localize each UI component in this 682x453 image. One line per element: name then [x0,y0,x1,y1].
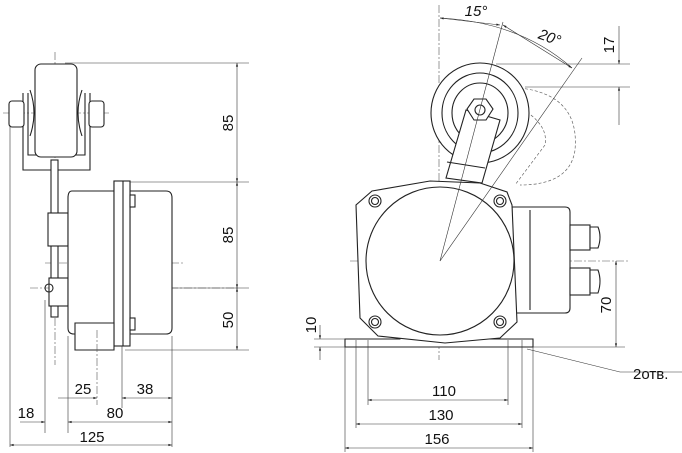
dim-25: 25 [75,381,92,398]
dim-38: 38 [137,381,154,398]
dim-18: 18 [18,405,35,422]
front-view: 15° 20° 17 70 10 2отв. 110 130 156 [303,3,682,452]
switch-housing [355,180,518,344]
dim-125: 125 [79,429,104,446]
terminal-box [511,206,571,314]
base-foot [74,322,115,351]
angle-20: 20° [535,26,563,50]
nut-left [8,100,25,128]
side-view: 85 85 50 25 38 18 80 125 [3,52,249,447]
dim-130: 130 [428,407,453,424]
dim-80: 80 [107,405,124,422]
dim-110: 110 [432,383,456,400]
cable-gland-bottom [569,267,591,296]
roller [34,63,78,158]
angle-15: 15° [465,3,488,20]
cable-gland-top [569,224,591,251]
dim-roller-height: 85 [220,115,237,132]
dim-156: 156 [424,431,449,448]
holes-note: 2отв. [633,366,668,383]
flange [113,180,131,347]
dim-10: 10 [303,317,320,334]
bolts [368,194,507,329]
dim-base-height: 50 [220,312,237,329]
nut-right [88,100,105,128]
dim-body-height: 85 [220,227,237,244]
dim-17: 17 [601,37,618,54]
housing-cover [365,186,515,336]
dim-70: 70 [598,297,615,314]
